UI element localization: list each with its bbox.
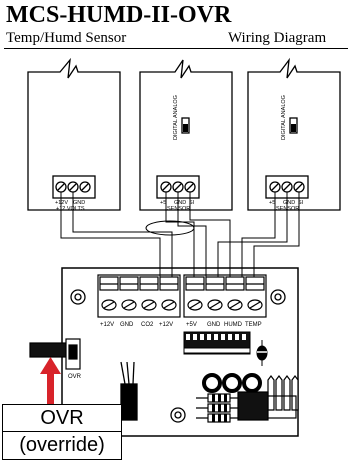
board-term-gnd-a: GND <box>120 322 134 328</box>
subtitle-wiring-diagram: Wiring Diagram <box>228 30 327 46</box>
header: MCS-HUMD-II-OVR Temp/Humd Sensor Wiring … <box>0 0 352 56</box>
ic-chip <box>183 331 251 355</box>
sensor-power-caption: +12 VOLTS <box>56 206 85 212</box>
ovr-switch-label: OVR <box>68 374 82 380</box>
sensor-2-term-gnd: GND <box>283 200 295 206</box>
ovr-callout: OVR (override) <box>2 404 122 460</box>
board-term-12v-b: +12V <box>159 322 173 328</box>
diode <box>256 340 268 366</box>
board-term-5v: +5V <box>186 322 197 328</box>
jumper-1 <box>183 124 188 132</box>
terminal-block-right <box>183 274 267 318</box>
sensor-power-labels: +12V GND +12 VOLTS <box>55 200 85 212</box>
subtitle-sensor: Temp/Humd Sensor <box>6 30 127 46</box>
ovr-switch <box>29 338 81 370</box>
board-mount-holes <box>70 289 286 423</box>
header-rule <box>4 48 348 49</box>
callout-divider <box>3 431 121 432</box>
board-term-temp: TEMP <box>245 322 262 328</box>
sensor-2-term-5v: +5 <box>269 200 275 206</box>
sensor-housing-power <box>27 57 121 211</box>
board-term-gnd-b: GND <box>207 322 221 328</box>
board-wire-stubs <box>159 256 255 277</box>
jumper-2 <box>291 124 296 132</box>
sensor-2-jumper-label: DIGITAL ANALOG <box>281 95 287 140</box>
capacitors <box>202 373 262 393</box>
board-terminal-labels: +12V GND CO2 +12V +5V GND HUMD TEMP <box>100 322 262 328</box>
lead-component <box>120 361 138 421</box>
board-term-12v-a: +12V <box>100 322 114 328</box>
wires <box>60 192 300 256</box>
resistors <box>196 391 269 423</box>
sensor-2-term-si: SI <box>298 200 304 206</box>
pin-header <box>247 375 299 419</box>
sensor-1-term-si: SI <box>189 200 195 206</box>
board-term-humd: HUMD <box>224 322 243 328</box>
callout-line2: (override) <box>19 434 105 456</box>
sensor-1-term-5v: +5 <box>160 200 166 206</box>
sensor-power-term-gnd: GND <box>73 200 85 206</box>
sensor-2-caption: SENSOR <box>276 206 299 212</box>
board-term-co2: CO2 <box>141 322 154 328</box>
sensor-housing-1 <box>139 59 233 211</box>
sensor-1-labels: DIGITAL ANALOG +5 GND SI SENSOR <box>160 95 195 212</box>
red-arrow <box>40 357 61 404</box>
sensor-housing-2 <box>247 57 341 211</box>
page-title: MCS-HUMD-II-OVR <box>6 2 232 28</box>
sensor-1-term-gnd: GND <box>174 200 186 206</box>
sensor-1-caption: SENSOR <box>167 206 190 212</box>
sensor-1-jumper-label: DIGITAL ANALOG <box>173 95 179 140</box>
callout-line1: OVR <box>40 407 84 429</box>
sensor-2-labels: DIGITAL ANALOG +5 GND SI SENSOR <box>269 95 304 212</box>
terminal-block-left <box>97 274 181 318</box>
sensor-power-term-12v: +12V <box>55 200 68 206</box>
